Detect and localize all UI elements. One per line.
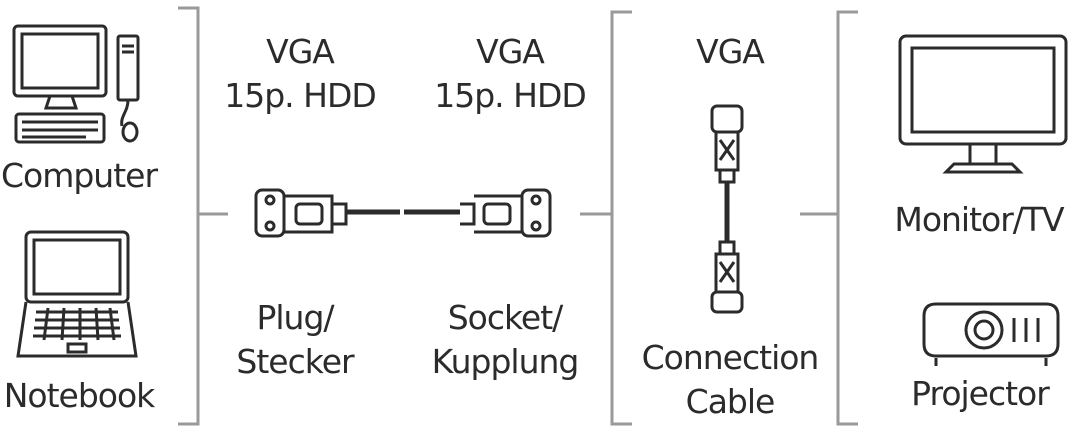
connection-type: VGA xyxy=(696,32,765,71)
socket-connector-type: VGA 15p. HDD xyxy=(430,30,590,118)
socket-label-line2: Kupplung xyxy=(431,342,580,381)
projector-label: Projector xyxy=(911,374,1050,413)
socket-label-line1: Socket/ xyxy=(447,298,564,337)
connection-label-line1: Connection xyxy=(641,338,820,377)
bracket-right xyxy=(800,10,858,426)
plug-type-line2: 15p. HDD xyxy=(224,76,377,115)
socket-type-line1: VGA xyxy=(476,32,545,71)
notebook-label: Notebook xyxy=(3,376,156,415)
monitor-icon xyxy=(898,34,1068,174)
socket-label: Socket/ Kupplung xyxy=(410,296,600,384)
vga-cable-vertical xyxy=(710,104,744,314)
connection-label-line2: Cable xyxy=(685,382,776,421)
desktop-computer-icon xyxy=(12,24,140,144)
vga-cable-horizontal xyxy=(254,188,552,238)
computer-label: Computer xyxy=(0,156,158,195)
projector-icon xyxy=(922,302,1060,366)
connection-cable-label: Connection Cable xyxy=(630,336,830,424)
bracket-center xyxy=(580,10,632,426)
plug-label-line1: Plug/ xyxy=(256,298,334,337)
plug-label: Plug/ Stecker xyxy=(200,296,390,384)
bracket-left xyxy=(178,6,228,426)
laptop-icon xyxy=(16,230,138,358)
plug-type-line1: VGA xyxy=(266,32,335,71)
plug-label-line2: Stecker xyxy=(236,342,354,381)
socket-type-line2: 15p. HDD xyxy=(434,76,587,115)
plug-connector-type: VGA 15p. HDD xyxy=(220,30,380,118)
monitor-label: Monitor/TV xyxy=(894,200,1064,239)
